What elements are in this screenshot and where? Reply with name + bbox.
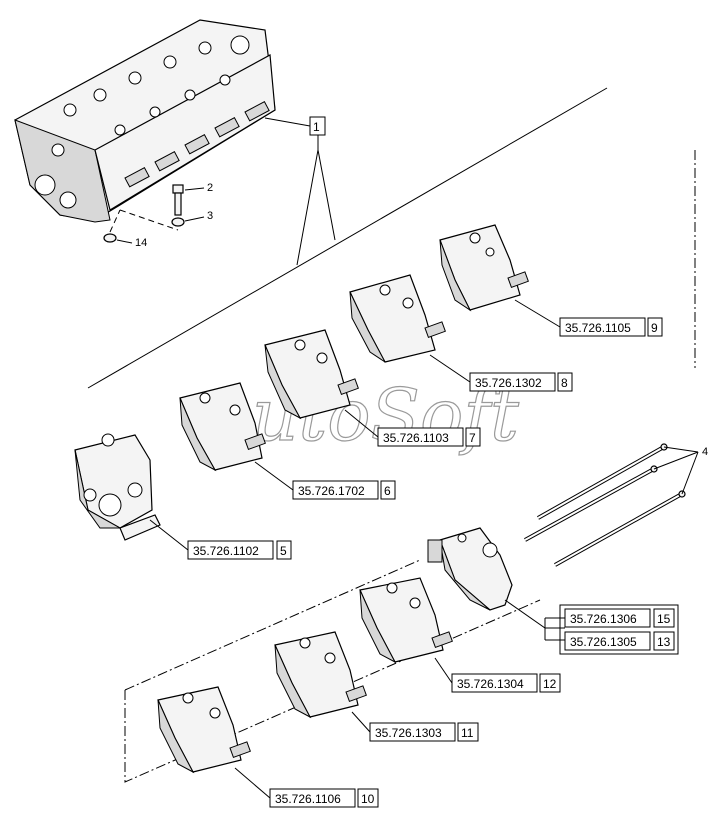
part-ref-6: 6 xyxy=(384,484,391,498)
valve-section-10[interactable] xyxy=(157,686,251,774)
part-code-7: 35.726.1103 xyxy=(383,431,449,445)
part-ref-15: 15 xyxy=(657,612,671,626)
callout-3: 3 xyxy=(207,210,213,222)
part-label-box-7 xyxy=(377,427,464,447)
part-code-15: 35.726.1306 xyxy=(570,612,637,626)
part-code-12: 35.726.1304 xyxy=(457,677,524,691)
main-valve-assembly[interactable] xyxy=(14,19,276,223)
callout-14: 14 xyxy=(135,237,147,249)
part-label-box-8 xyxy=(469,372,556,392)
valve-section-8[interactable] xyxy=(349,274,446,363)
valve-section-12[interactable] xyxy=(359,577,453,664)
part-code-13: 35.726.1305 xyxy=(570,635,637,649)
valve-section-9[interactable] xyxy=(439,224,529,312)
part-label-box-10 xyxy=(269,788,356,808)
part-label-box-11 xyxy=(369,722,456,742)
part-ref-8: 8 xyxy=(561,376,568,390)
part-code-9: 35.726.1105 xyxy=(565,321,631,335)
group-boundary-bottom xyxy=(124,599,541,783)
valve-section-15-13[interactable] xyxy=(427,527,513,611)
part-ref-5: 5 xyxy=(280,544,287,558)
valve-section-11[interactable] xyxy=(274,631,367,719)
valve-section-7[interactable] xyxy=(264,329,359,420)
group-separator-line xyxy=(87,87,608,389)
part-label-box-5 xyxy=(187,540,274,560)
part-ref-10: 10 xyxy=(361,792,375,806)
callout-1: 1 xyxy=(313,120,320,134)
tie-rods[interactable] xyxy=(524,443,686,567)
part-code-6: 35.726.1702 xyxy=(298,484,365,498)
part-ref-12: 12 xyxy=(543,677,557,691)
part-label-box-9 xyxy=(559,317,646,337)
part-ref-7: 7 xyxy=(469,431,476,445)
part-label-box-15 xyxy=(564,608,651,628)
valve-section-6[interactable] xyxy=(179,382,266,472)
part-label-box-12 xyxy=(451,673,538,693)
part-code-8: 35.726.1302 xyxy=(475,376,542,390)
callout-4: 4 xyxy=(702,446,708,458)
nut[interactable] xyxy=(103,233,117,243)
bolt[interactable] xyxy=(172,184,184,216)
part-label-box-6 xyxy=(292,480,379,500)
washer[interactable] xyxy=(171,217,185,227)
part-ref-13: 13 xyxy=(657,635,671,649)
part-code-10: 35.726.1106 xyxy=(275,792,341,806)
part-ref-11: 11 xyxy=(461,726,474,740)
part-code-5: 35.726.1102 xyxy=(193,544,259,558)
part-ref-9: 9 xyxy=(651,321,658,335)
part-code-11: 35.726.1303 xyxy=(375,726,442,740)
part-label-box-13 xyxy=(564,631,651,651)
valve-section-5[interactable] xyxy=(74,433,161,541)
callout-2: 2 xyxy=(207,182,213,194)
